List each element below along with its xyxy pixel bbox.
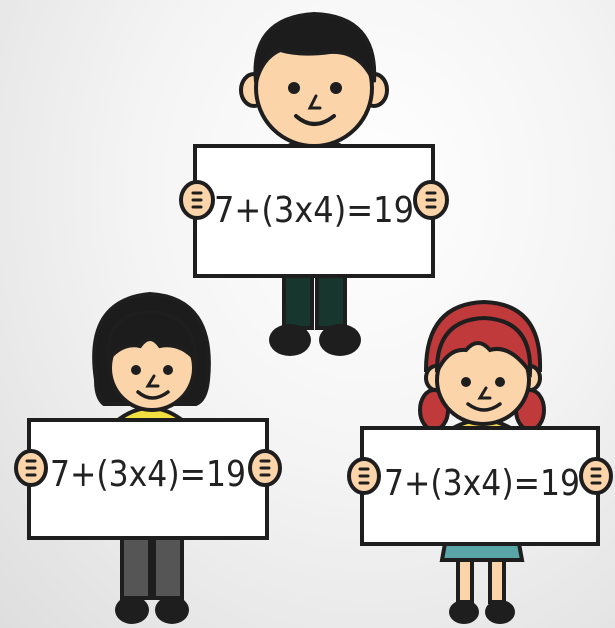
girl-right-eye-left: [461, 377, 471, 387]
girl-left-hand-right: [248, 449, 282, 487]
girl-left-hand-left: [14, 449, 48, 487]
girl-left-bangs: [105, 309, 199, 366]
girl-left-figure: 7+(3x4)=19: [14, 291, 282, 624]
girl-right-hand-right: [579, 457, 613, 495]
girl-right-mouth: [466, 402, 502, 412]
girl-right-bangs: [434, 315, 533, 378]
boy-nose: [307, 94, 322, 110]
boy-figure: 7+(3x4)=19: [179, 11, 449, 356]
girl-right-eye-right: [495, 377, 505, 387]
boy-sign: [193, 144, 435, 278]
boy-hair: [253, 11, 377, 83]
girl-left-eye-right: [163, 365, 173, 375]
boy-hand-right: [413, 180, 449, 220]
girl-right-sign-equation: 7+(3x4)=19: [384, 463, 580, 504]
girl-left-mouth: [136, 390, 170, 400]
girl-right-nose: [477, 386, 492, 400]
girl-left-sign-equation: 7+(3x4)=19: [50, 454, 246, 495]
girl-left-nose: [145, 374, 160, 388]
girl-right-hand-left: [347, 457, 381, 495]
girl-left-sign: [27, 418, 269, 540]
girl-right-legs: [449, 554, 515, 624]
girl-left-eye-left: [131, 365, 141, 375]
girl-right-figure: 7+(3x4)=19: [347, 299, 613, 624]
boy-eye-right: [330, 82, 342, 94]
boy-eye-left: [288, 82, 300, 94]
boy-mouth: [294, 114, 336, 126]
boy-sign-equation: 7+(3x4)=19: [214, 190, 414, 231]
girl-right-sign: [360, 426, 600, 546]
girl-left-legs: [115, 534, 189, 624]
boy-legs: [269, 268, 361, 356]
boy-hand-left: [179, 180, 215, 220]
